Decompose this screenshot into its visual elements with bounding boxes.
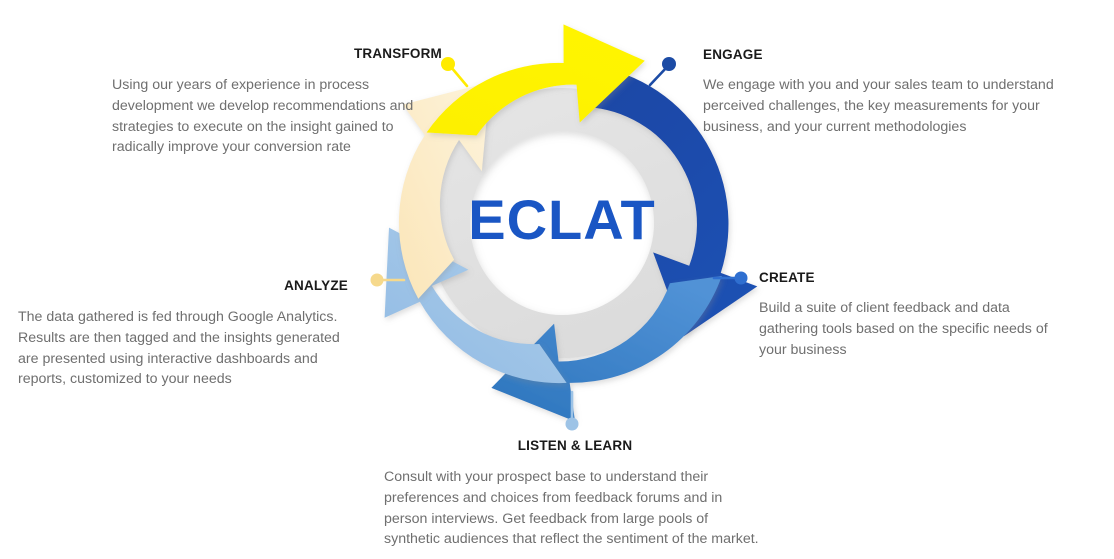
- connector-create: [712, 271, 748, 285]
- step-body-listen: Consult with your prospect base to under…: [384, 468, 759, 548]
- step-block-analyze[interactable]: ANALYZE The data gathered is fed through…: [18, 278, 348, 390]
- connector-analyze: [370, 273, 406, 287]
- arrow-segment-create: [491, 276, 722, 422]
- step-heading-engage: ENGAGE: [703, 47, 763, 62]
- arrow-segment-analyze: [398, 82, 490, 299]
- step-body-analyze: The data gathered is fed through Google …: [18, 308, 340, 388]
- step-body-transform: Using our years of experience in process…: [112, 76, 414, 156]
- step-block-listen[interactable]: LISTEN & LEARN Consult with your prospec…: [384, 438, 766, 550]
- step-block-engage[interactable]: ENGAGE We engage with you and your sales…: [703, 47, 1063, 137]
- arrow-segment-transform: [426, 24, 645, 136]
- grey-backing-ring: [426, 88, 697, 358]
- step-heading-listen: LISTEN & LEARN: [517, 438, 633, 453]
- connector-transform: [441, 57, 469, 88]
- arrow-segment-engage: [582, 64, 758, 337]
- step-block-create[interactable]: CREATE Build a suite of client feedback …: [759, 270, 1069, 360]
- step-heading-analyze: ANALYZE: [284, 278, 348, 293]
- center-wordmark: ECLAT: [468, 188, 656, 251]
- step-heading-transform: TRANSFORM: [353, 46, 442, 61]
- step-heading-create: CREATE: [759, 270, 815, 285]
- step-body-create: Build a suite of client feedback and dat…: [759, 299, 1048, 358]
- connector-engage: [648, 57, 676, 87]
- connector-listen: [565, 390, 579, 431]
- step-body-engage: We engage with you and your sales team t…: [703, 76, 1054, 135]
- step-block-transform[interactable]: TRANSFORM Using our years of experience …: [112, 46, 442, 158]
